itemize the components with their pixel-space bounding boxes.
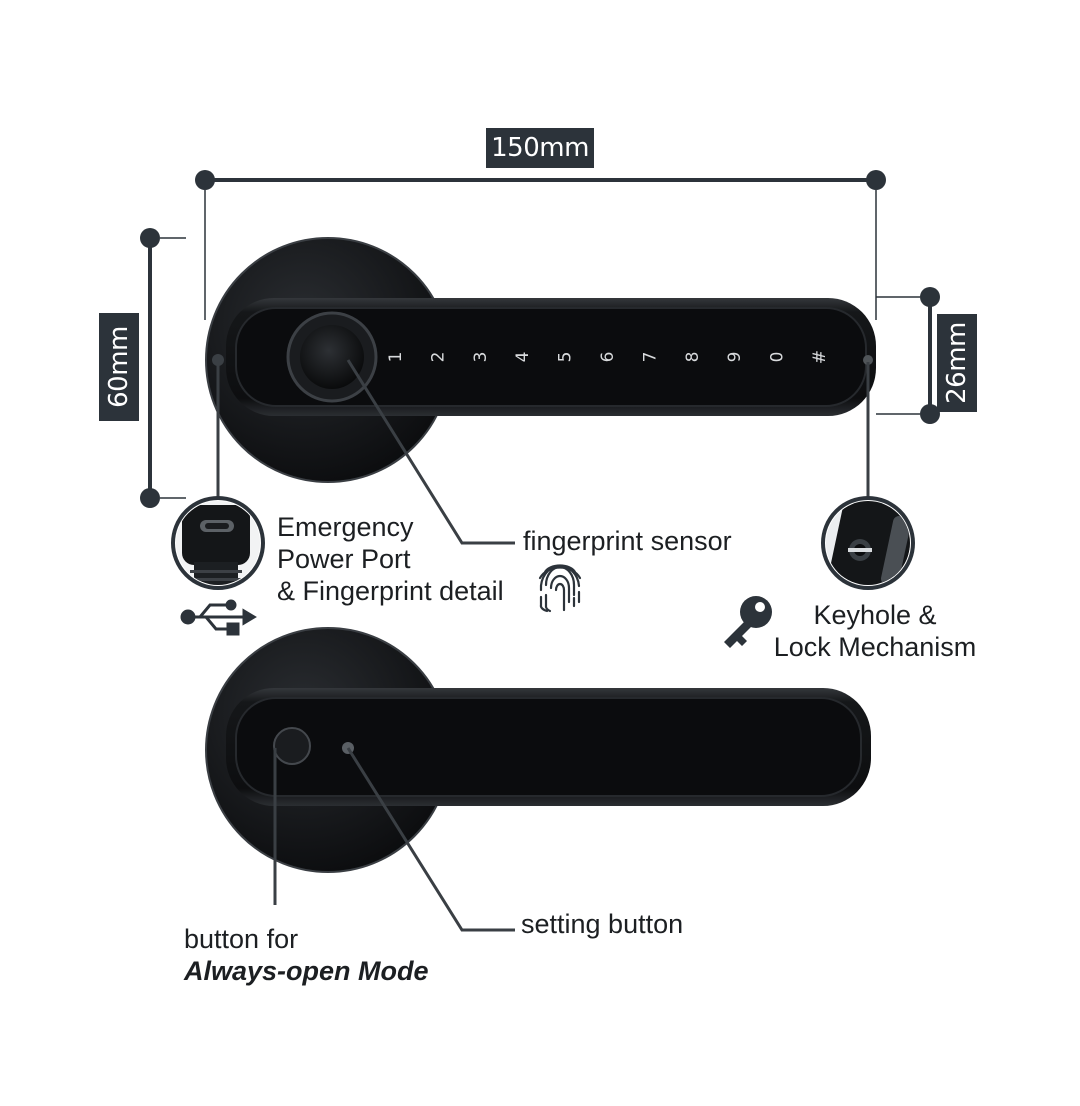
usb-icon <box>180 599 257 636</box>
front-lock: 1 2 3 4 5 6 7 8 9 0 # <box>205 237 876 483</box>
keyhole-detail <box>821 496 915 590</box>
power-port-line-1: Emergency <box>277 512 414 542</box>
keypad-key-5: 5 <box>556 352 576 363</box>
keyhole-line-1: Keyhole & <box>813 600 937 630</box>
keypad-key-1: 1 <box>386 352 406 363</box>
keypad-key-8: 8 <box>683 352 703 363</box>
power-port-callout: Emergency Power Port & Fingerprint detai… <box>277 511 504 607</box>
always-open-line-1: button for <box>184 924 299 954</box>
power-port-line-2: Power Port <box>277 544 411 574</box>
fingerprint-icon <box>538 564 582 613</box>
keyhole-line-2: Lock Mechanism <box>773 632 977 662</box>
setting-button-callout: setting button <box>521 909 684 939</box>
keypad-key-hash: # <box>810 350 830 364</box>
always-open-button <box>273 727 311 765</box>
keypad: 1 2 3 4 5 6 7 8 9 0 # <box>386 350 830 364</box>
always-open-callout: button for Always-open Mode <box>184 923 429 987</box>
fingerprint-sensor-callout: fingerprint sensor <box>523 526 732 556</box>
keypad-key-2: 2 <box>428 352 448 363</box>
back-lock <box>205 627 871 873</box>
power-port-line-3: & Fingerprint detail <box>277 576 504 606</box>
keypad-key-6: 6 <box>598 352 618 363</box>
height-label: 60mm <box>99 313 139 421</box>
always-open-line-2: Always-open Mode <box>184 956 429 986</box>
height-dimension <box>140 228 186 508</box>
keypad-key-4: 4 <box>513 352 533 363</box>
power-port-detail <box>171 496 265 590</box>
width-label: 150mm <box>486 128 594 168</box>
keypad-key-9: 9 <box>725 352 745 363</box>
key-icon <box>724 596 772 648</box>
keypad-key-3: 3 <box>471 352 491 363</box>
width-dimension <box>195 170 886 320</box>
leader-lines <box>216 359 870 932</box>
handle-height-label: 26mm <box>937 314 977 412</box>
handle-height-dimension <box>876 287 940 424</box>
keypad-key-7: 7 <box>640 352 660 363</box>
keyhole-callout: Keyhole & Lock Mechanism <box>764 599 986 663</box>
keypad-key-0: 0 <box>768 352 788 363</box>
